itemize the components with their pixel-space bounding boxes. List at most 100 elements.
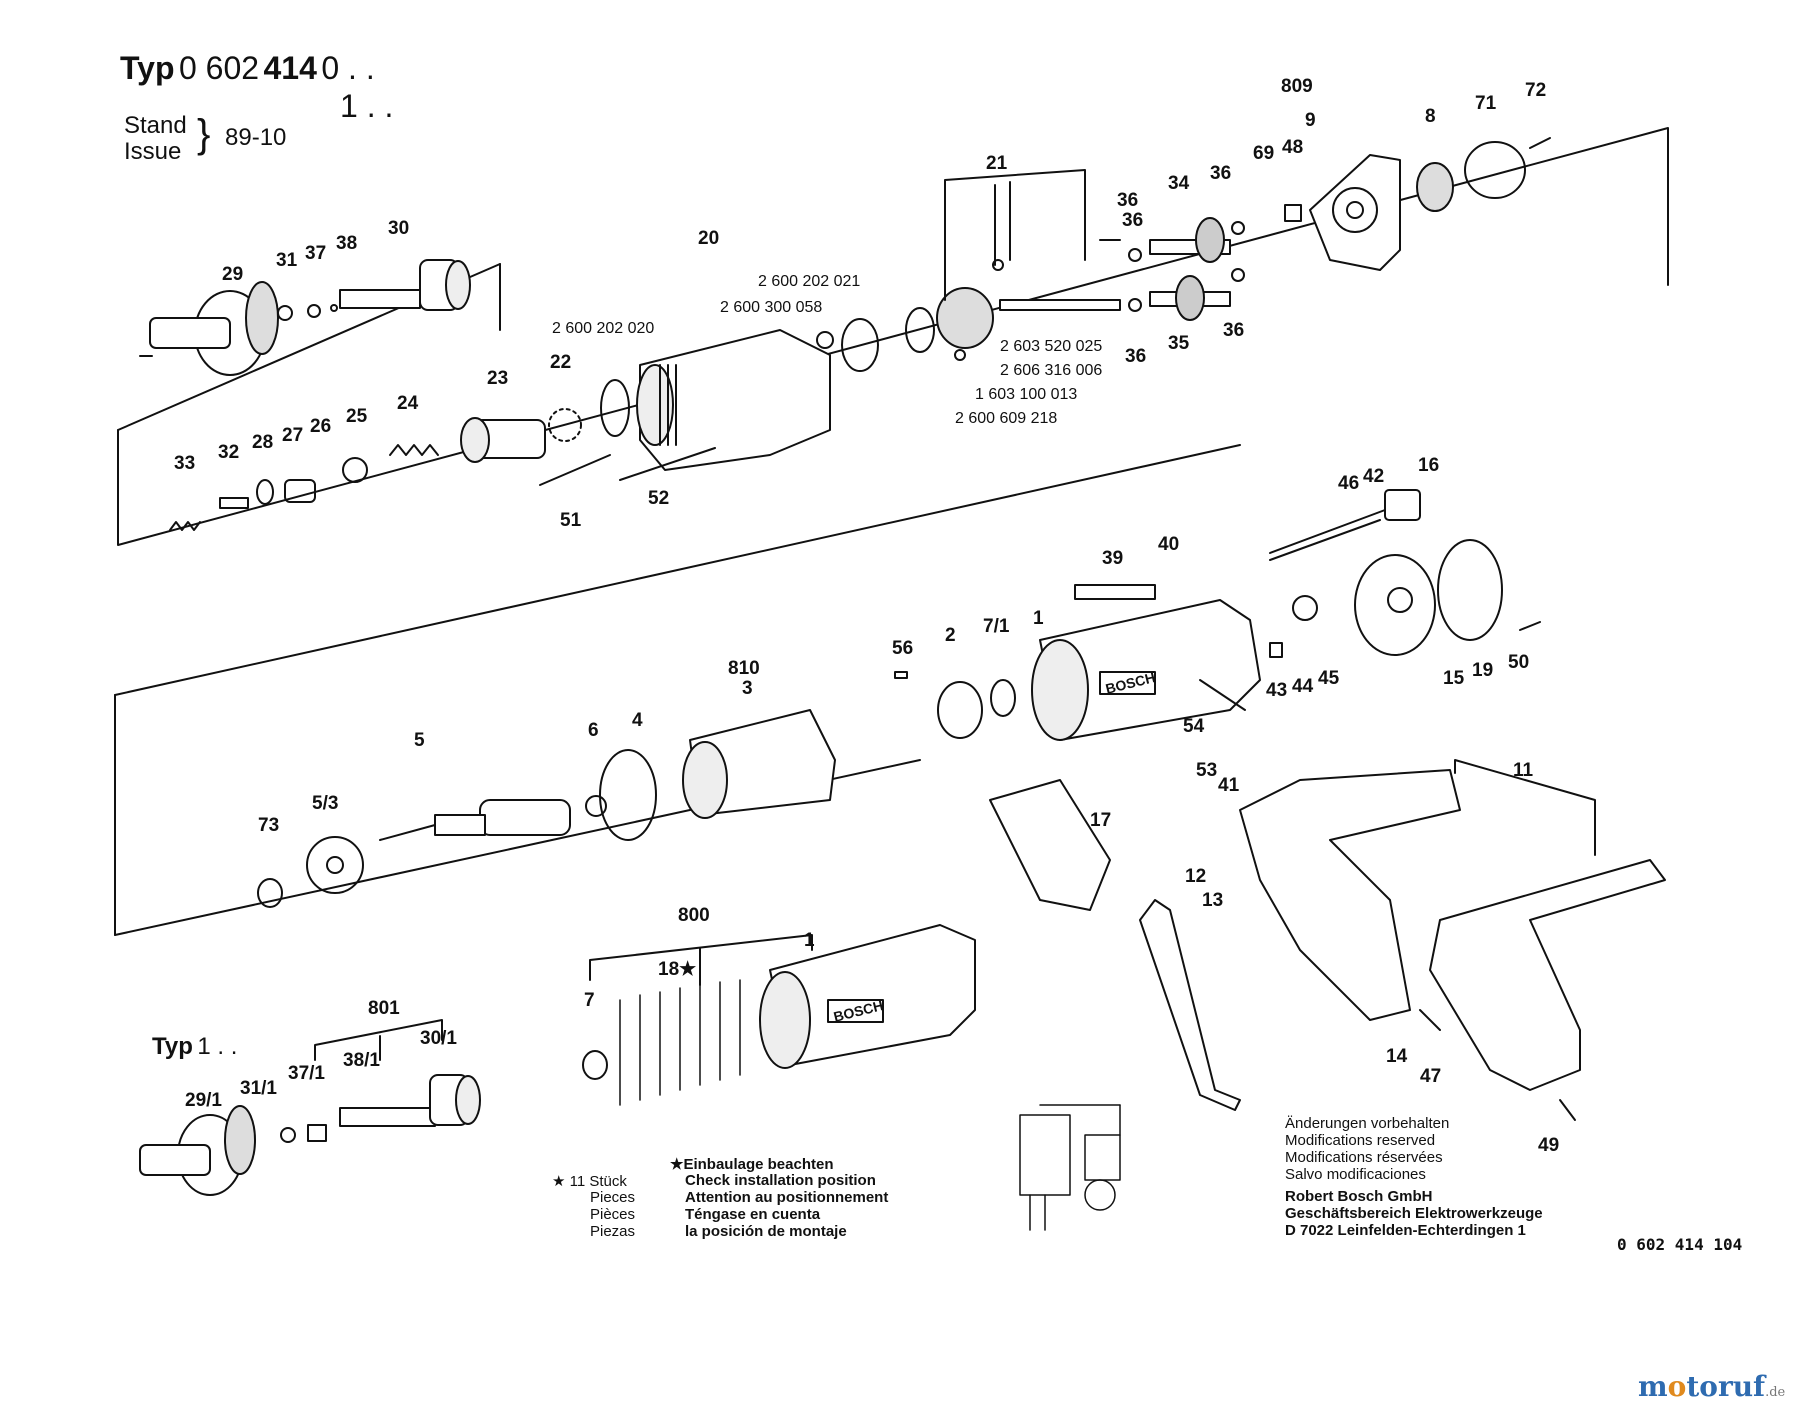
part-13: 13 xyxy=(1202,890,1224,911)
part-37: 37 xyxy=(305,243,327,264)
typ-code: 414 xyxy=(263,50,317,86)
ref-2600300058: 2 600 300 058 xyxy=(720,299,823,316)
brush-set-18 xyxy=(619,979,741,1106)
capacitor-16 xyxy=(1384,489,1421,521)
part-22: 22 xyxy=(550,352,572,373)
field-housing-1-lower xyxy=(759,924,976,1069)
switch-17 xyxy=(989,779,1111,911)
part-3: 3 xyxy=(742,678,753,699)
note-check-en: Check installation position xyxy=(685,1172,876,1189)
part-7-1: 7/1 xyxy=(983,616,1010,637)
part-31: 31 xyxy=(276,250,298,271)
part-56: 56 xyxy=(892,638,914,659)
part-32: 32 xyxy=(218,442,240,463)
disclaimer-address: D 7022 Leinfelden-Echterdingen 1 xyxy=(1285,1222,1526,1239)
part-45: 45 xyxy=(1318,668,1340,689)
typ-suffix-1: 0 . . xyxy=(321,50,375,86)
part-52: 52 xyxy=(648,488,670,509)
gear-housing-20 xyxy=(636,329,831,471)
part-49: 49 xyxy=(1538,1135,1560,1156)
typ1-label: Typ xyxy=(152,1033,193,1060)
typ-suffix-2: 1 . . xyxy=(340,88,394,124)
brush-plate-15 xyxy=(1354,554,1436,656)
part-31-1: 31/1 xyxy=(240,1078,277,1099)
screw-51 xyxy=(539,454,611,486)
armature-5 xyxy=(379,799,571,841)
gear-35 xyxy=(1149,275,1231,321)
part-36-b: 36 xyxy=(1117,190,1139,211)
bearing-plate-9 xyxy=(1309,154,1401,271)
watermark-c: toruf xyxy=(1686,1370,1766,1403)
part-36-d: 36 xyxy=(1122,210,1144,231)
part-23: 23 xyxy=(487,368,509,389)
ref-2603520025: 2 603 520 025 xyxy=(1000,338,1103,355)
pin-56 xyxy=(894,671,908,679)
part-6: 6 xyxy=(588,720,599,741)
part-1-lower: 1 xyxy=(804,930,815,951)
note-check-es2: la posición de montaje xyxy=(685,1223,847,1240)
plate-71 xyxy=(1464,141,1526,199)
part-33: 33 xyxy=(174,453,196,474)
part-38: 38 xyxy=(336,233,358,254)
part-34: 34 xyxy=(1168,173,1190,194)
part-42: 42 xyxy=(1363,466,1385,487)
part-47: 47 xyxy=(1420,1066,1442,1087)
note-pieces-fr: Pièces xyxy=(590,1206,636,1223)
pin-32 xyxy=(219,497,249,509)
watermark-d: .de xyxy=(1765,1385,1786,1400)
part-19: 19 xyxy=(1472,660,1494,681)
part-24: 24 xyxy=(397,393,419,414)
spring-24 xyxy=(389,444,439,456)
watermark-a: m xyxy=(1638,1370,1668,1403)
stand-label: Stand xyxy=(124,112,187,139)
part-14: 14 xyxy=(1386,1046,1408,1067)
spindle-30 xyxy=(339,259,471,311)
typ-prefix: 0 602 xyxy=(178,50,260,86)
ref-1603100013: 1 603 100 013 xyxy=(975,386,1078,403)
typ-heading: Typ 0 602 414 0 . . xyxy=(120,50,375,87)
part-11: 11 xyxy=(1513,760,1534,781)
part-43: 43 xyxy=(1266,680,1288,701)
part-4: 4 xyxy=(632,710,643,731)
part-71: 71 xyxy=(1475,93,1497,114)
part-5-3: 5/3 xyxy=(312,793,339,814)
issue-label: Issue xyxy=(124,138,182,165)
note-star-count: ★ 11 Stück xyxy=(552,1173,627,1190)
part-25: 25 xyxy=(346,406,368,427)
part-44: 44 xyxy=(1292,676,1314,697)
part-38-1: 38/1 xyxy=(343,1050,380,1071)
washer-2 xyxy=(937,681,983,739)
disclaimer-de: Änderungen vorbehalten xyxy=(1285,1115,1450,1132)
ref-2600202020: 2 600 202 020 xyxy=(552,320,655,337)
part-53: 53 xyxy=(1196,760,1218,781)
part-29-1: 29/1 xyxy=(185,1090,222,1111)
note-star-header: ★Einbaulage beachten xyxy=(670,1156,834,1173)
part-46: 46 xyxy=(1338,473,1360,494)
part-801: 801 xyxy=(368,998,400,1019)
typ-label: Typ xyxy=(120,50,175,86)
ref-2600202021: 2 600 202 021 xyxy=(758,273,861,290)
handle-half-right xyxy=(1429,859,1666,1091)
chuck-29 xyxy=(139,281,279,376)
part-30: 30 xyxy=(388,218,410,239)
part-18: 18★ xyxy=(658,959,697,980)
part-8: 8 xyxy=(1425,106,1436,127)
disclaimer-company: Robert Bosch GmbH xyxy=(1285,1188,1433,1205)
spring-33 xyxy=(169,521,201,531)
ref-2606316006: 2 606 316 006 xyxy=(1000,362,1103,379)
part-72: 72 xyxy=(1525,80,1547,101)
part-36-a: 36 xyxy=(1210,163,1232,184)
ring-7 xyxy=(582,1050,608,1080)
ring-73 xyxy=(257,878,283,908)
clutch-23 xyxy=(460,417,546,463)
disclaimer-es: Salvo modificaciones xyxy=(1285,1166,1426,1183)
ring-25 xyxy=(342,457,368,483)
part-29: 29 xyxy=(222,264,244,285)
part-30-1: 30/1 xyxy=(420,1028,457,1049)
typ1-heading: Typ 1 . . xyxy=(152,1033,237,1061)
part-809: 809 xyxy=(1281,76,1313,97)
watermark-logo[interactable]: motoruf.de xyxy=(1638,1370,1785,1403)
part-27: 27 xyxy=(282,425,304,446)
note-check-fr: Attention au positionnement xyxy=(685,1189,889,1206)
